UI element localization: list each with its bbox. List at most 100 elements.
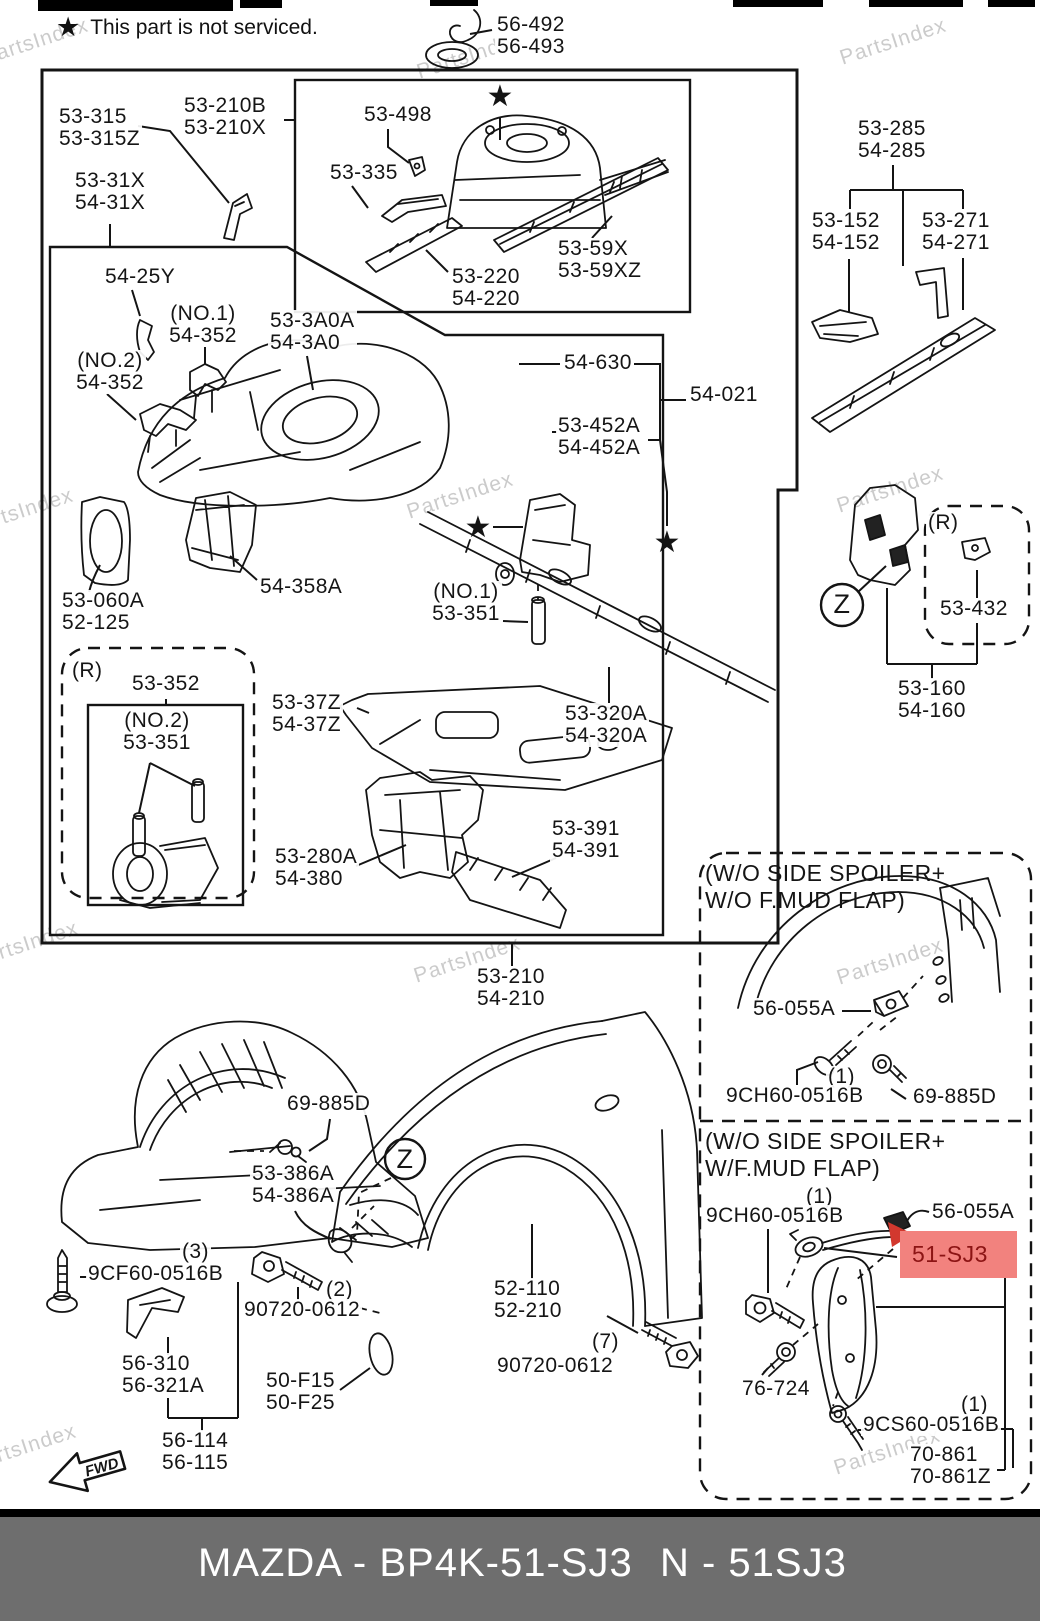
- part-label-69-885D-right: 69-885D: [911, 1086, 999, 1108]
- part-label-90720-0612-b: 90720-0612: [495, 1354, 616, 1377]
- part-label-line: 53-432: [940, 597, 1008, 620]
- part-label-line: 53-351: [432, 602, 500, 625]
- part-label-line: 53-320A: [565, 702, 648, 725]
- part-label-line: 53-315Z: [59, 127, 141, 150]
- part-label-line: 54-021: [690, 383, 758, 406]
- part-label-line: 53-152: [812, 209, 880, 232]
- part-label-line: 56-114: [162, 1429, 229, 1452]
- part-label-53-351-no2: (NO.2)53-351: [121, 710, 193, 754]
- part-label-line: 53-335: [330, 161, 398, 184]
- part-label-line: 53-060A: [62, 589, 145, 612]
- star-markers: ★ ★ ★: [465, 79, 681, 560]
- part-label-line: 53-280A: [275, 845, 358, 868]
- part-label-54-25Y: 54-25Y: [103, 266, 178, 288]
- part-label-line: 53-160: [898, 677, 966, 700]
- part-label-line: 54-285: [858, 139, 926, 162]
- part-label-line: 53-351: [123, 731, 191, 754]
- part-label-9CH60-0516B-a: 9CH60-0516B: [724, 1085, 866, 1107]
- not-serviced-note: ★ This part is not serviced.: [56, 14, 318, 41]
- part-label-line: 90720-0612: [497, 1354, 614, 1377]
- part-label-line: 56-493: [497, 35, 565, 58]
- part-label-line: 52-110: [494, 1277, 561, 1300]
- part-label-53-498: 53-498: [362, 104, 434, 126]
- part-label-54-352-no1: (NO.1)54-352: [167, 303, 239, 347]
- part-label-count-2: (2): [324, 1279, 355, 1301]
- svg-text:★: ★: [487, 79, 514, 114]
- part-label-line: 53-31X: [75, 169, 146, 192]
- part-label-line: 56-310: [122, 1352, 190, 1375]
- part-label-line: (7): [592, 1330, 619, 1353]
- part-label-9CF60-0516B: 9CF60-0516B: [86, 1262, 226, 1285]
- part-label-line: 52-125: [62, 611, 130, 634]
- part-label-count-7: (7): [590, 1331, 621, 1353]
- part-label-line: (1): [961, 1393, 988, 1416]
- part-label-count-1c: (1): [959, 1394, 990, 1416]
- not-serviced-text: This part is not serviced.: [90, 15, 318, 39]
- part-label-line: Z: [396, 1144, 414, 1174]
- part-label-line: 9CH60-0516B: [726, 1084, 864, 1107]
- part-label-line: 69-885D: [287, 1092, 371, 1115]
- part-label-line: 53-391: [552, 817, 620, 840]
- svg-text:★: ★: [465, 510, 492, 545]
- part-label-line: 56-321A: [122, 1374, 205, 1397]
- part-label-line: 54-630: [564, 351, 632, 374]
- part-label-line: 56-055A: [932, 1200, 1015, 1223]
- part-label-count-1b: (1): [804, 1186, 835, 1208]
- part-label-line: (NO.2): [124, 709, 190, 732]
- part-label-line: 53-271: [922, 209, 990, 232]
- part-label-line: 53-210B: [184, 94, 267, 117]
- part-label-line: 9CF60-0516B: [88, 1262, 224, 1285]
- part-label-90720-0612-a: 90720-0612: [242, 1298, 363, 1321]
- part-label-line: 53-59XZ: [558, 259, 642, 282]
- part-label-line: (R): [72, 659, 103, 682]
- highlighted-part-label[interactable]: 51-SJ3: [900, 1231, 1017, 1278]
- part-label-line: (R): [928, 511, 959, 534]
- part-label-z-bottom: Z: [397, 1146, 414, 1173]
- part-label-9CH60-0516B-b: 9CH60-0516B: [704, 1205, 846, 1227]
- part-label-line: 54-3A0: [270, 331, 341, 354]
- part-label-line: 54-37Z: [272, 713, 341, 736]
- part-label-line: 54-271: [922, 231, 990, 254]
- part-label-line: Z: [833, 589, 851, 619]
- part-drawings: FWD: [46, 9, 1001, 1493]
- part-label-line: 54-391: [552, 839, 620, 862]
- part-label-line: 54-358A: [260, 575, 343, 598]
- part-label-line: 56-055A: [753, 997, 836, 1020]
- part-label-line: 54-160: [898, 699, 966, 722]
- part-label-line: 76-724: [742, 1377, 810, 1400]
- footer-part-number: MAZDA - BP4K-51-SJ3: [198, 1541, 633, 1585]
- part-label-line: 53-315: [59, 105, 127, 128]
- part-label-56-055A-bottom: 56-055A: [930, 1200, 1017, 1223]
- part-label-line: 54-352: [76, 371, 144, 394]
- part-label-54-352-no2: (NO.2)54-352: [74, 350, 146, 394]
- part-label-line: 50-F25: [266, 1391, 335, 1414]
- part-label-line: 53-3A0A: [270, 309, 355, 332]
- part-label-line: 54-152: [812, 231, 880, 254]
- part-label-76-724: 76-724: [740, 1378, 812, 1400]
- part-label-line: 54-220: [452, 287, 520, 310]
- part-label-line: 90720-0612: [244, 1298, 361, 1321]
- part-label-line: 54-380: [275, 867, 343, 890]
- part-label-53-335: 53-335: [328, 162, 400, 184]
- part-label-54-358A: 54-358A: [258, 575, 345, 598]
- part-label-line: 9CS60-0516B: [863, 1413, 1000, 1436]
- zone-title-wo-spoiler-w-flap: (W/O SIDE SPOILER+W/F.MUD FLAP): [705, 1128, 946, 1181]
- part-label-line: 50-F15: [266, 1369, 335, 1392]
- part-label-line: 53-452A: [558, 414, 641, 437]
